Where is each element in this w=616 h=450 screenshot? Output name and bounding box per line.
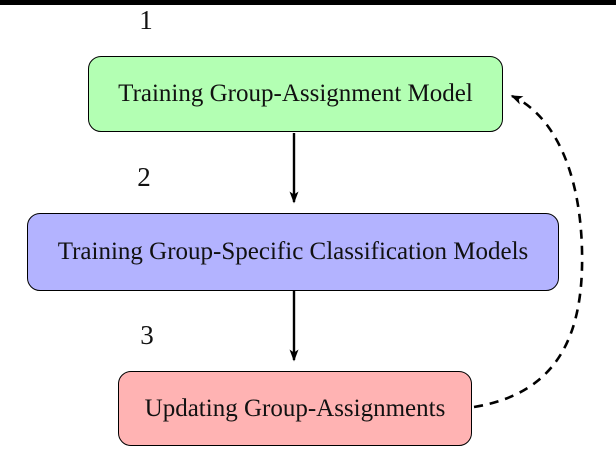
flow-box-label: Training Group-Specific Classification M… bbox=[57, 238, 529, 265]
step-number-1: 1 bbox=[139, 5, 153, 35]
flow-box-training-group-assignment-model: Training Group-Assignment Model bbox=[88, 56, 503, 132]
flow-box-updating-group-assignments: Updating Group-Assignments bbox=[118, 371, 472, 446]
flow-box-training-group-specific-classification-models: Training Group-Specific Classification M… bbox=[27, 213, 559, 291]
step-number-3: 3 bbox=[140, 320, 154, 350]
flow-box-label: Training Group-Assignment Model bbox=[118, 80, 473, 107]
flow-box-label: Updating Group-Assignments bbox=[144, 394, 446, 422]
step-number-2: 2 bbox=[137, 162, 151, 192]
figure-top-rule bbox=[0, 0, 616, 5]
